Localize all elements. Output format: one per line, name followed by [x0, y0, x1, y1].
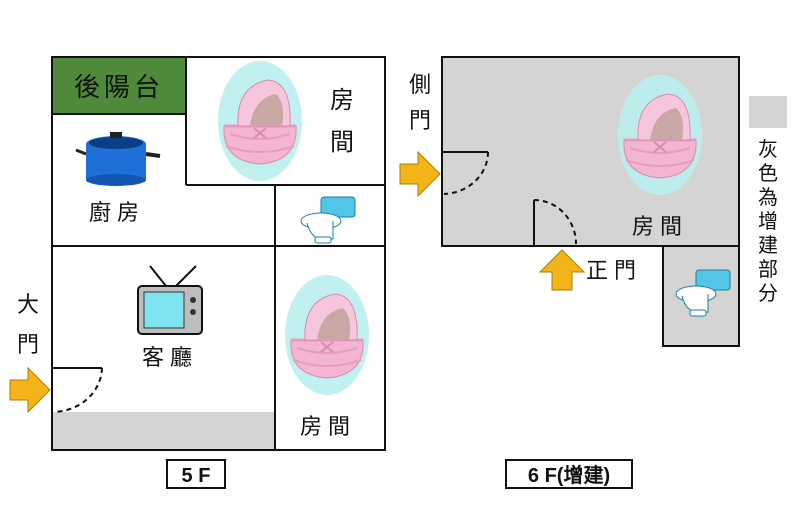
floor-6f-caption: 6 F(增建)	[528, 463, 610, 487]
toilet-icon	[300, 196, 356, 244]
floor-6f: 房間 側門 正門 6 F(增建)	[399, 56, 740, 489]
floor-5f-caption: 5 F	[182, 465, 211, 487]
room-label-kitchen: 廚房	[89, 201, 145, 226]
pot-icon	[75, 132, 161, 186]
side-door-arrow	[399, 150, 441, 198]
side-door-swing	[442, 151, 490, 195]
main-door-swing	[52, 367, 103, 413]
floor-6f-caption-box	[505, 459, 633, 489]
front-door-arrow	[538, 249, 586, 291]
legend-swatch	[749, 96, 787, 128]
side-door-label: 側門	[409, 73, 431, 134]
front-door-label: 正門	[586, 259, 642, 284]
room-label-rear-balcony: 後陽台	[74, 73, 164, 103]
room-label-6f-bedroom: 房間	[632, 215, 688, 240]
room-label-living-room: 客廳	[142, 346, 198, 371]
rear-balcony-bg	[52, 57, 186, 114]
tv-icon	[137, 265, 203, 335]
room-label-bedroom-top: 房間	[330, 86, 354, 156]
legend: 灰色為增建部分	[749, 96, 787, 305]
crib-icon	[616, 73, 704, 197]
walls-5f	[51, 56, 386, 451]
crib-icon	[283, 273, 371, 397]
floor-5f-caption-box	[166, 459, 226, 489]
legend-text: 灰色為增建部分	[758, 137, 778, 305]
crib-icon	[216, 59, 304, 183]
floor-5f: 後陽台 房間 廚房 客廳 房間 大門 5 F	[9, 56, 386, 489]
main-door-label: 大門	[17, 293, 39, 358]
front-door-swing	[533, 199, 577, 246]
room-label-bedroom-bottom: 房間	[300, 415, 356, 440]
main-door-arrow	[9, 366, 51, 414]
living-room-added-strip	[52, 412, 275, 450]
